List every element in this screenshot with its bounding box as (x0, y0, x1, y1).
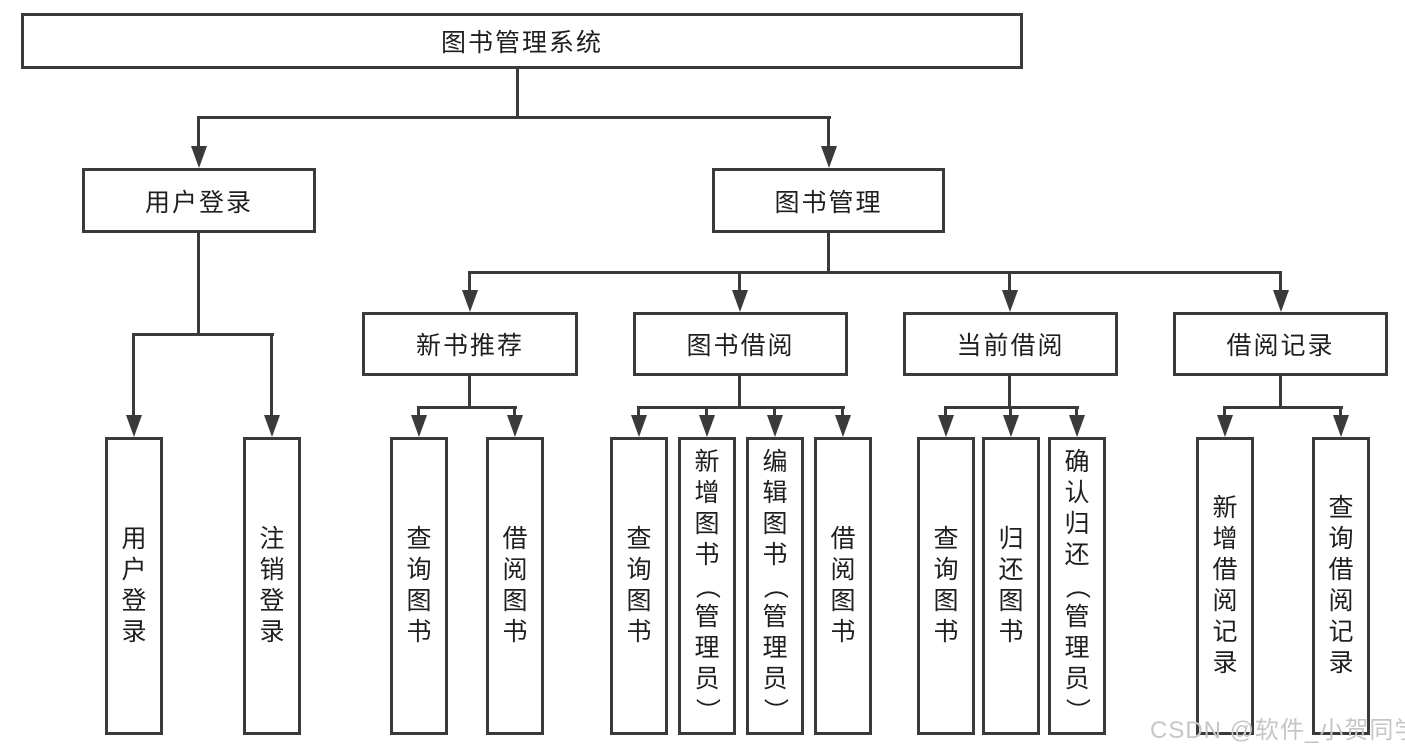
connector-line (637, 406, 640, 417)
node-label: 借阅记录 (1226, 332, 1335, 360)
node-leaf-return-books: 归还图书 (982, 437, 1040, 735)
arrowhead (1333, 415, 1349, 437)
connector-line (1339, 406, 1342, 417)
node-leaf-borrow-books-recommend: 借阅图书 (486, 437, 544, 735)
node-label: 查询图书 (406, 525, 432, 646)
arrowhead (835, 415, 851, 437)
connector-line (516, 69, 519, 117)
connector-line (1009, 406, 1012, 417)
node-borrow-records: 借阅记录 (1173, 312, 1388, 376)
connector-line (468, 376, 471, 408)
connector-line (513, 406, 516, 417)
connector-line (841, 406, 844, 417)
connector-line (738, 376, 741, 408)
node-leaf-query-books-current: 查询图书 (917, 437, 975, 735)
node-leaf-add-books-admin: 新增图书（管理员） (678, 437, 736, 735)
arrowhead (1217, 415, 1233, 437)
arrowhead (821, 146, 837, 168)
connector-line (1223, 406, 1226, 417)
connector-line (827, 116, 830, 148)
node-book-borrow: 图书借阅 (633, 312, 848, 376)
node-leaf-edit-books-admin: 编辑图书（管理员） (746, 437, 804, 735)
arrowhead (1002, 290, 1018, 312)
node-current-borrow: 当前借阅 (903, 312, 1118, 376)
connector-line (197, 116, 831, 119)
node-label: 查询借阅记录 (1328, 494, 1354, 677)
connector-line (637, 406, 845, 409)
connector-line (1008, 271, 1011, 292)
node-leaf-query-books-recommend: 查询图书 (390, 437, 448, 735)
node-label: 查询图书 (933, 525, 959, 646)
node-leaf-logout: 注销登录 (243, 437, 301, 735)
connector-line (417, 406, 420, 417)
node-leaf-borrow-books: 借阅图书 (814, 437, 872, 735)
node-library-management-system: 图书管理系统 (21, 13, 1023, 69)
connector-line (705, 406, 708, 417)
node-label: 注销登录 (259, 525, 285, 646)
arrowhead (699, 415, 715, 437)
connector-line (1075, 406, 1078, 417)
node-leaf-add-borrow-record: 新增借阅记录 (1196, 437, 1254, 735)
arrowhead (631, 415, 647, 437)
connector-line (417, 406, 517, 409)
connector-line (468, 271, 1282, 274)
arrowhead (264, 415, 280, 437)
arrowhead (462, 290, 478, 312)
node-label: 借阅图书 (830, 525, 856, 646)
arrowhead (126, 415, 142, 437)
node-label: 用户登录 (121, 525, 147, 646)
node-book-management: 图书管理 (712, 168, 945, 233)
connector-line (1279, 376, 1282, 408)
connector-line (738, 271, 741, 292)
connector-line (132, 333, 135, 417)
node-label: 图书借阅 (686, 332, 795, 360)
connector-line (944, 406, 947, 417)
node-leaf-user-login: 用户登录 (105, 437, 163, 735)
node-user-login: 用户登录 (82, 168, 316, 233)
connector-line (197, 233, 200, 335)
node-label: 新增图书（管理员） (693, 447, 722, 723)
connector-line (270, 333, 273, 417)
node-label: 编辑图书（管理员） (761, 447, 790, 723)
arrowhead (938, 415, 954, 437)
arrowhead (1273, 290, 1289, 312)
node-leaf-query-borrow-record: 查询借阅记录 (1312, 437, 1370, 735)
node-label: 图书管理系统 (440, 29, 603, 57)
connector-line (132, 333, 274, 336)
connector-line (468, 271, 471, 292)
arrowhead (1069, 415, 1085, 437)
node-label: 查询图书 (626, 525, 652, 646)
node-label: 借阅图书 (502, 525, 528, 646)
connector-line (1279, 271, 1282, 292)
arrowhead (411, 415, 427, 437)
connector-line (197, 116, 200, 148)
arrowhead (1003, 415, 1019, 437)
node-label: 确认归还（管理员） (1063, 447, 1092, 723)
connector-line (1223, 406, 1343, 409)
node-label: 新增借阅记录 (1212, 494, 1238, 677)
node-label: 归还图书 (998, 525, 1024, 646)
node-new-book-recommend: 新书推荐 (362, 312, 578, 376)
node-label: 新书推荐 (415, 332, 524, 360)
connector-line (827, 233, 830, 274)
watermark: CSDN @软件_小贺同学 (1150, 717, 1405, 744)
node-leaf-query-books-borrow: 查询图书 (610, 437, 668, 735)
node-label: 用户登录 (144, 188, 253, 217)
connector-line (773, 406, 776, 417)
arrowhead (507, 415, 523, 437)
arrowhead (191, 146, 207, 168)
node-label: 当前借阅 (956, 332, 1065, 360)
node-label: 图书管理 (774, 188, 883, 217)
node-leaf-confirm-return-admin: 确认归还（管理员） (1048, 437, 1106, 735)
connector-line (1008, 376, 1011, 408)
arrowhead (767, 415, 783, 437)
arrowhead (732, 290, 748, 312)
